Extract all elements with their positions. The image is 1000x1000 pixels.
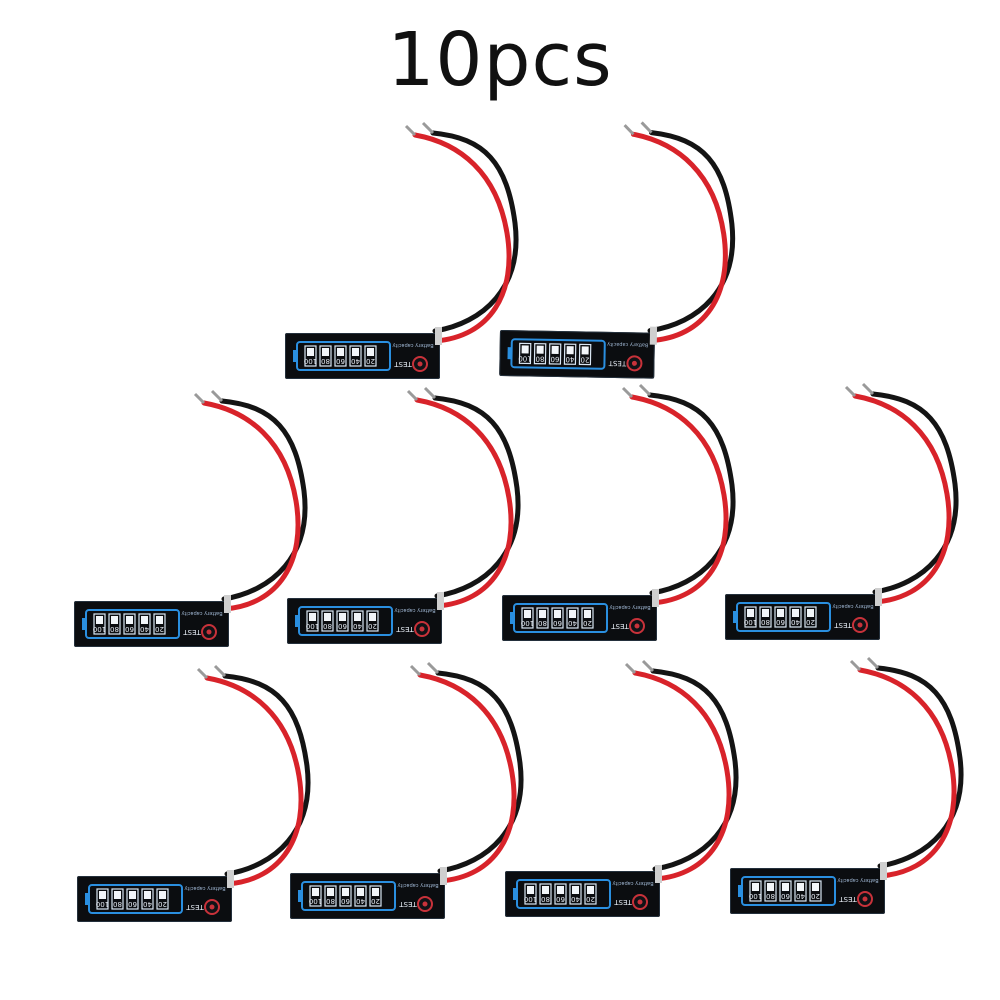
level-label: 80 [113,900,122,908]
battery-capacity-caption: Battery capacity [837,877,878,883]
test-label: TEST [186,903,205,911]
level-label: 60 [781,892,790,900]
level-label: 80 [323,622,332,630]
level-label: 80 [321,357,330,365]
level-label: 60 [128,900,137,908]
test-label: TEST [399,900,418,908]
level-label: 80 [766,892,775,900]
level-label: 60 [341,897,350,905]
level-label: 60 [776,618,785,626]
level-label: 40 [796,892,805,900]
level-label: 20 [368,622,377,630]
level-label: 60 [550,355,559,363]
level-label: 60 [553,619,562,627]
test-label: TEST [394,360,413,368]
level-label: 100 [304,357,317,365]
level-label: 100 [521,619,534,627]
test-label: TEST [183,628,202,636]
battery-capacity-caption: Battery capacity [832,603,873,609]
level-label: 80 [326,897,335,905]
level-label: 60 [125,625,134,633]
level-label: 20 [371,897,380,905]
battery-capacity-caption: Battery capacity [607,341,648,348]
level-label: 40 [353,622,362,630]
level-label: 80 [541,895,550,903]
level-label: 80 [110,625,119,633]
level-label: 60 [336,357,345,365]
level-label: 60 [556,895,565,903]
test-label: TEST [608,359,627,367]
test-label: TEST [839,895,858,903]
test-label: TEST [614,898,633,906]
battery-capacity-caption: Battery capacity [612,880,653,886]
level-label: 100 [524,895,537,903]
level-label: 40 [143,900,152,908]
battery-capacity-caption: Battery capacity [184,885,225,891]
test-label: TEST [396,625,415,633]
level-label: 100 [744,618,757,626]
level-label: 100 [306,622,319,630]
level-label: 20 [158,900,167,908]
test-label: TEST [611,622,630,630]
test-label: TEST [834,621,853,629]
level-label: 100 [96,900,109,908]
level-label: 20 [366,357,375,365]
level-label: 20 [583,619,592,627]
level-label: 40 [568,619,577,627]
level-label: 20 [155,625,164,633]
battery-capacity-caption: Battery capacity [394,607,435,613]
level-label: 40 [571,895,580,903]
level-label: 100 [518,354,532,362]
quantity-title: 10pcs [387,17,613,103]
level-label: 100 [93,625,106,633]
level-label: 20 [580,355,589,363]
level-label: 80 [538,619,547,627]
level-label: 20 [811,892,820,900]
battery-capacity-caption: Battery capacity [397,882,438,888]
level-label: 40 [791,618,800,626]
level-label: 20 [586,895,595,903]
level-label: 40 [351,357,360,365]
battery-capacity-caption: Battery capacity [392,342,433,348]
level-label: 100 [309,897,322,905]
level-label: 40 [356,897,365,905]
battery-capacity-caption: Battery capacity [609,604,650,610]
level-label: 60 [338,622,347,630]
level-label: 100 [749,892,762,900]
level-label: 20 [806,618,815,626]
level-label: 80 [535,355,544,363]
level-label: 40 [140,625,149,633]
battery-capacity-caption: Battery capacity [181,610,222,616]
level-label: 40 [565,355,574,363]
level-label: 80 [761,618,770,626]
